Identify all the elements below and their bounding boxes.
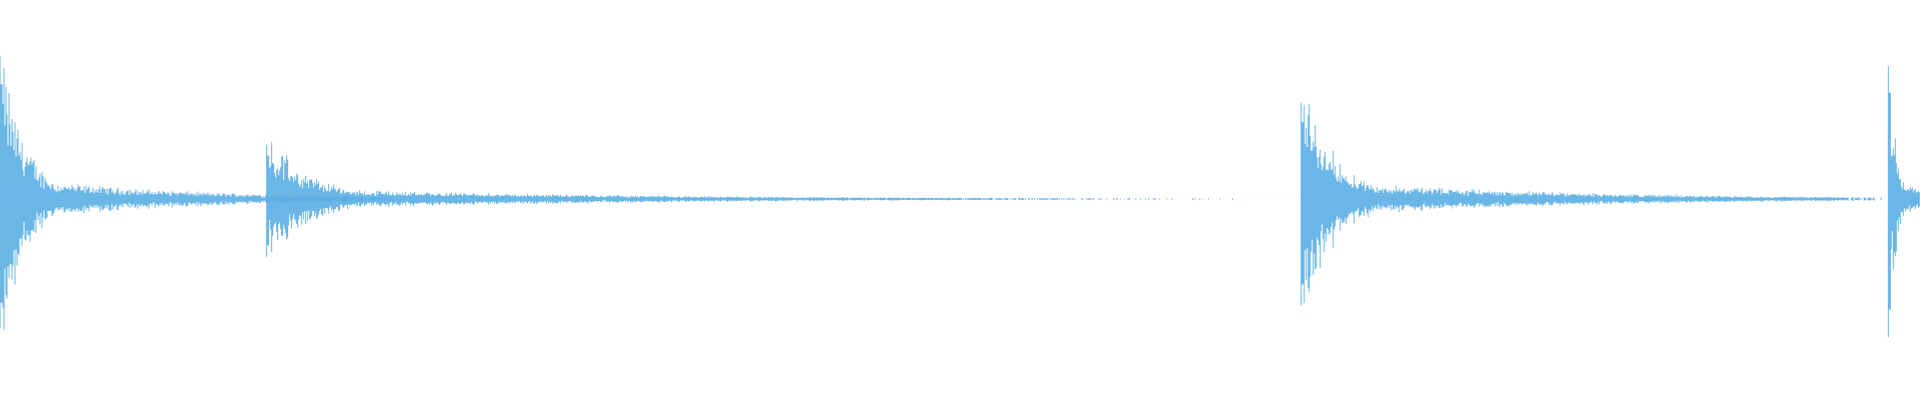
waveform-transient-3 [1300,102,1917,306]
waveform-transient-path-3 [1300,102,1917,306]
waveform-transient-1 [0,55,411,330]
waveform-transient-2 [266,141,1234,257]
waveform-transient-path-2 [266,141,1234,257]
waveform-transient-path-4 [1887,66,1920,338]
waveform-transient-4 [1887,66,1920,338]
waveform-transient-path-1 [0,55,411,330]
